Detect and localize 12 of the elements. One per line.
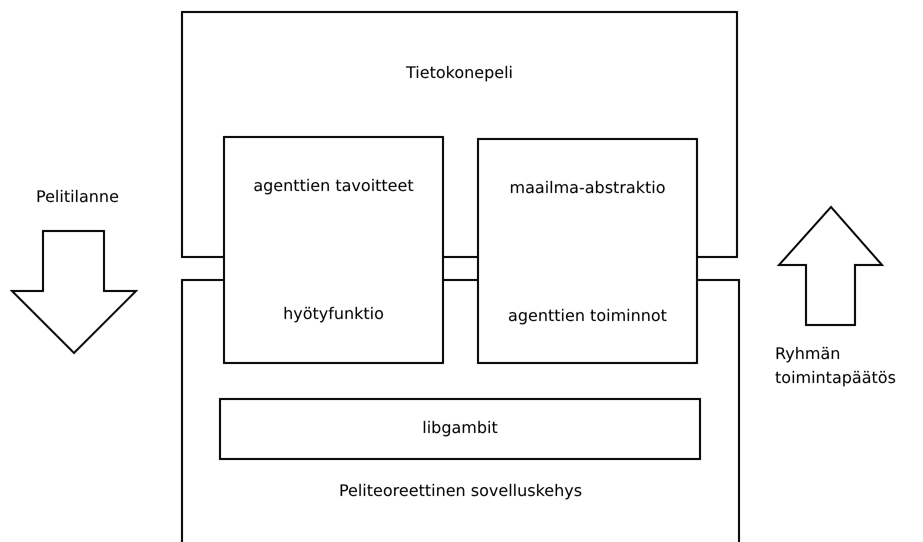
box-label: Peliteoreettinen sovelluskehys [338, 481, 584, 500]
process-box [477, 138, 698, 364]
process-box [219, 398, 701, 460]
box-label: Tietokonepeli [405, 63, 514, 82]
box-label: hyötyfunktio [282, 304, 385, 323]
box-label: libgambit [421, 418, 499, 437]
flow-label: Pelitilanne [36, 186, 120, 208]
box-label: maailma-abstraktio [508, 178, 666, 197]
box-label: agenttien toiminnot [507, 306, 668, 325]
flow-label: Ryhmän toimintapäätös [775, 343, 897, 389]
box-label: agenttien tavoitteet [252, 176, 415, 195]
process-box [223, 136, 444, 364]
